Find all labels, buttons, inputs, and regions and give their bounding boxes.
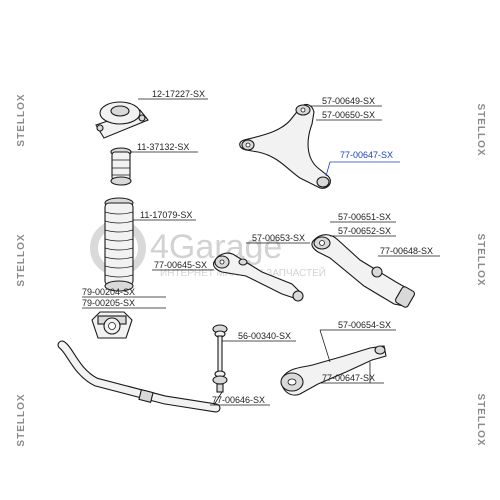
stellox-watermark-left: STELLOX STELLOX STELLOX	[16, 93, 27, 446]
part-label-57-00653: 57-00653-SX	[252, 233, 305, 243]
part-label-56-00340: 56-00340-SX	[238, 331, 291, 341]
part-label-77-00647-bottom: 77-00647-SX	[322, 373, 375, 383]
svg-text:STELLOX: STELLOX	[16, 393, 27, 446]
upper-control-arm	[239, 103, 331, 189]
svg-text:STELLOX: STELLOX	[16, 93, 27, 146]
part-label-57-00654: 57-00654-SX	[338, 320, 391, 330]
svg-text:STELLOX: STELLOX	[475, 393, 486, 446]
leader-line	[213, 391, 223, 406]
part-label-77-00646: 77-00646-SX	[212, 395, 265, 405]
stabilizer-bushing	[91, 311, 133, 339]
part-label-57-00649: 57-00649-SX	[322, 96, 375, 106]
trailing-arm	[280, 345, 387, 396]
part-label-12-17227: 12-17227-SX	[152, 89, 205, 99]
svg-text:STELLOX: STELLOX	[475, 103, 486, 156]
part-label-77-00647-highlighted: 77-00647-SX	[340, 150, 393, 160]
part-label-11-37132: 11-37132-SX	[137, 142, 189, 152]
stabilizer-link	[212, 324, 228, 393]
bump-stop	[110, 147, 132, 186]
part-label-77-00645: 77-00645-SX	[154, 260, 207, 270]
part-label-57-00651: 57-00651-SX	[338, 212, 391, 222]
lower-front-arm	[212, 252, 304, 302]
stabilizer-bar	[57, 340, 221, 413]
stellox-watermark-right: STELLOX STELLOX STELLOX	[475, 103, 486, 446]
part-label-57-00652: 57-00652-SX	[338, 226, 391, 236]
part-label-79-00205: 79-00205-SX	[82, 298, 135, 308]
lower-rear-arm	[311, 234, 416, 308]
part-label-77-00648: 77-00648-SX	[380, 246, 433, 256]
part-label-79-00204: 79-00204-SX	[82, 287, 135, 297]
strut-top-mount	[95, 101, 149, 139]
leader-line	[319, 329, 331, 363]
svg-text:STELLOX: STELLOX	[16, 233, 27, 286]
protective-boot	[104, 197, 134, 292]
svg-text:STELLOX: STELLOX	[475, 233, 486, 286]
part-label-57-00650: 57-00650-SX	[322, 110, 375, 120]
part-label-11-17079: 11-17079-SX	[140, 210, 192, 220]
leader-line-highlight	[325, 161, 331, 177]
